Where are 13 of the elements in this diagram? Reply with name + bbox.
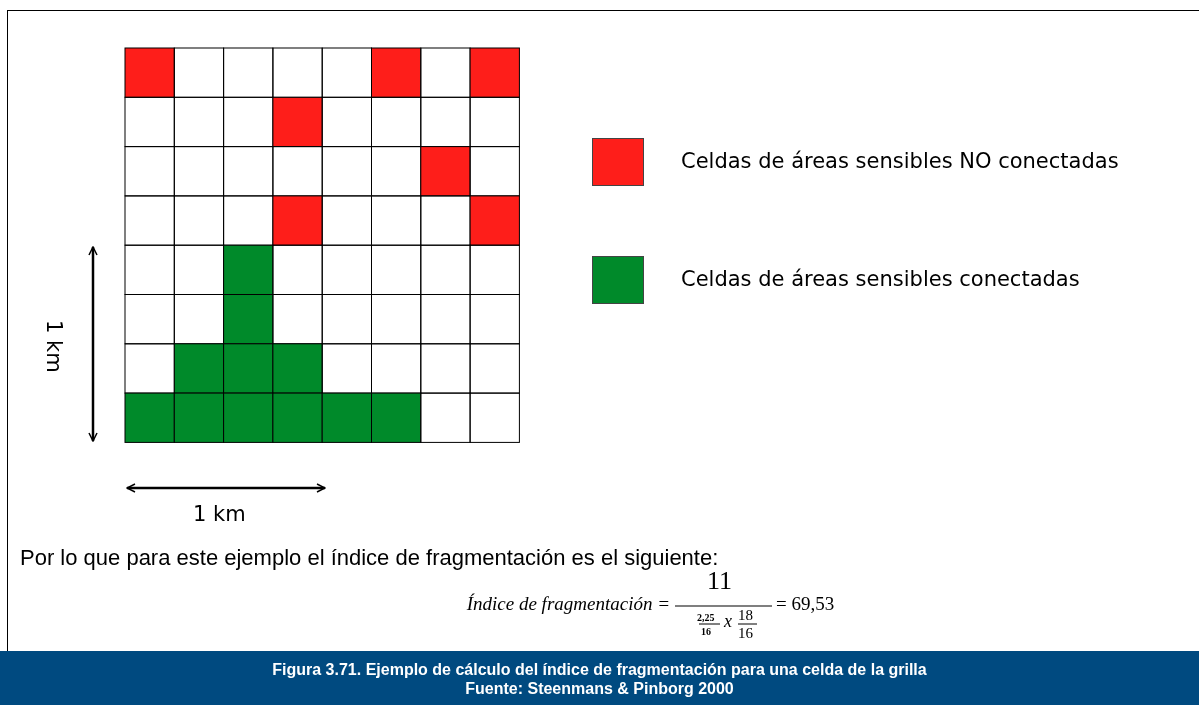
formula-operator: x: [724, 612, 732, 632]
formula-number: 16: [701, 626, 711, 637]
formula-number: 2,25: [697, 612, 715, 623]
legend-label: Celdas de áreas sensibles NO conectadas: [681, 149, 1119, 175]
legend-label: Celdas de áreas sensibles conectadas: [681, 267, 1080, 293]
formula-text: Índice de fragmentación =: [466, 594, 670, 615]
dimension-label: 1 km: [41, 320, 65, 373]
formula-number: 16: [738, 625, 753, 642]
caption-source: Fuente: Steenmans & Pinborg 2000: [464, 679, 735, 698]
formula-result: = 69,53: [776, 594, 835, 615]
caption-text: Figura 3.71. Ejemplo de cálculo del índice de fragmentación para una celda de la grilla: [271, 660, 928, 679]
dimension-label: 1 km: [193, 503, 246, 527]
formula-number: 18: [738, 607, 753, 624]
